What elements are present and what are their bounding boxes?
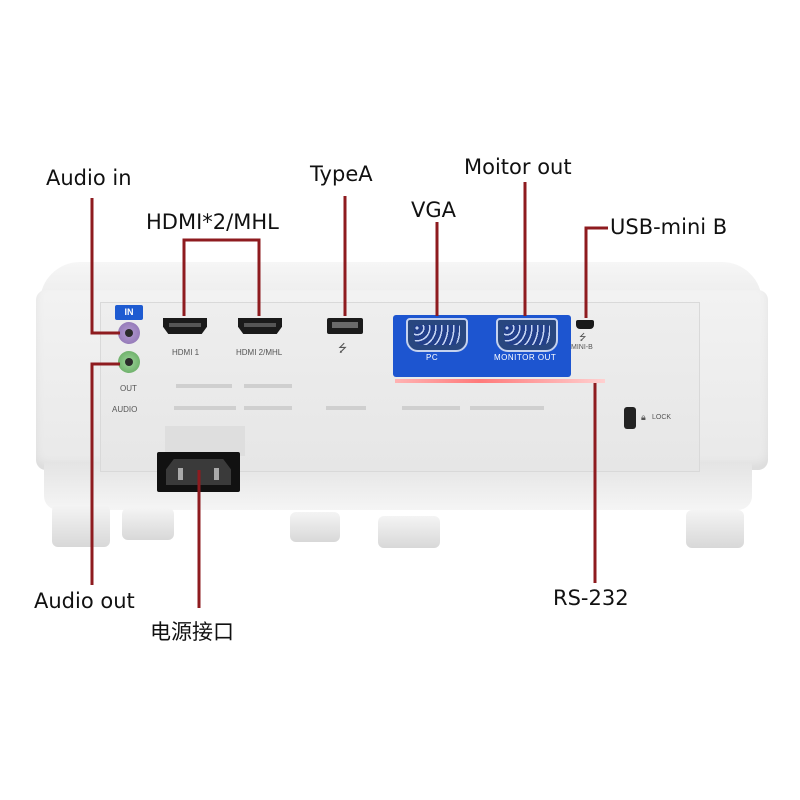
usb-icon: ⭍ [579, 332, 587, 342]
audio-in-badge: IN [115, 305, 143, 320]
audio-label: AUDIO [112, 405, 138, 414]
printed-marking [510, 406, 544, 410]
pc-label: PC [426, 353, 439, 362]
projector-foot [52, 505, 110, 547]
audio-out-jack [118, 351, 140, 373]
audio-out-label: OUT [120, 384, 137, 393]
audio-out-leader [90, 362, 120, 585]
hdmi-2-port [238, 318, 282, 334]
vga-callout: VGA [411, 198, 457, 222]
audio-out-callout: Audio out [34, 589, 135, 613]
kensington-lock-slot [624, 407, 636, 429]
type-a-callout: TypeA [310, 162, 373, 186]
usb-mini-b-port [576, 320, 594, 329]
lock-label: LOCK [652, 414, 672, 421]
usb-mini-b-leader [584, 226, 608, 318]
mini-b-label: MINI-B [571, 344, 593, 351]
rs232-port-area [395, 379, 605, 383]
power-callout: 电源接口 [150, 620, 234, 644]
audio-in-leader [90, 198, 120, 335]
printed-marking [176, 384, 232, 388]
monitor-out-port [496, 318, 558, 352]
rs232-callout: RS-232 [553, 586, 629, 610]
hdmi-1-label: HDMI 1 [172, 348, 200, 357]
audio-in-jack [118, 322, 140, 344]
printed-marking [174, 406, 236, 410]
lock-icon: 🔒︎ [641, 412, 646, 422]
usb-type-a-port [327, 318, 363, 334]
printed-marking [326, 406, 366, 410]
hdmi-leader [182, 238, 261, 316]
projector-foot [122, 508, 174, 540]
usb-mini-b-callout: USB-mini B [610, 215, 728, 239]
hdmi-2-label: HDMI 2/MHL [236, 348, 283, 357]
printed-marking [470, 406, 510, 410]
printed-marking [244, 406, 292, 410]
projector-foot [686, 510, 744, 548]
monitor-out-callout: Moitor out [464, 155, 572, 179]
hdmi-1-port [163, 318, 207, 334]
printed-marking [244, 384, 292, 388]
audio-in-callout: Audio in [46, 166, 132, 190]
printed-marking [402, 406, 460, 410]
power-plate [165, 426, 245, 456]
vga-port [406, 318, 468, 352]
usb-icon: ⭍ [338, 343, 348, 355]
projector-foot [378, 516, 440, 548]
hdmi-callout: HDMI*2/MHL [146, 210, 279, 234]
projector-foot [290, 512, 340, 542]
monitor-out-label: MONITOR OUT [494, 353, 557, 362]
